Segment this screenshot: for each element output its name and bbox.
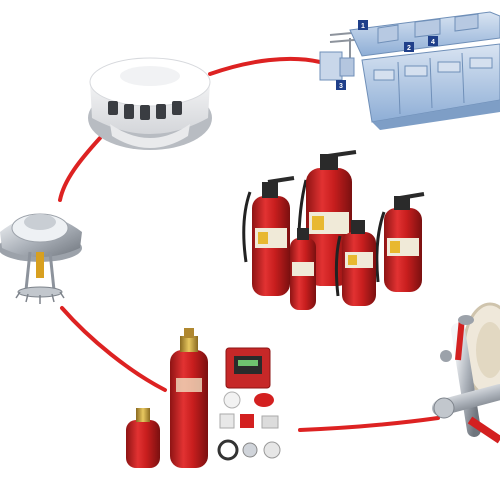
callout-4: 4 [431,39,435,46]
sprinkler-icon [0,213,82,304]
connection-loop [58,56,500,432]
callout-1: 1 [361,23,365,30]
callout-2: 2 [407,45,411,52]
smoke-detector-icon [88,57,212,150]
fire-extinguisher-icon [242,150,425,310]
kitchen-hood-icon: 1 2 3 4 [319,11,500,130]
fire-hose-icon [432,302,500,444]
gas-cylinder-icon [126,328,281,468]
callout-3: 3 [339,83,343,90]
